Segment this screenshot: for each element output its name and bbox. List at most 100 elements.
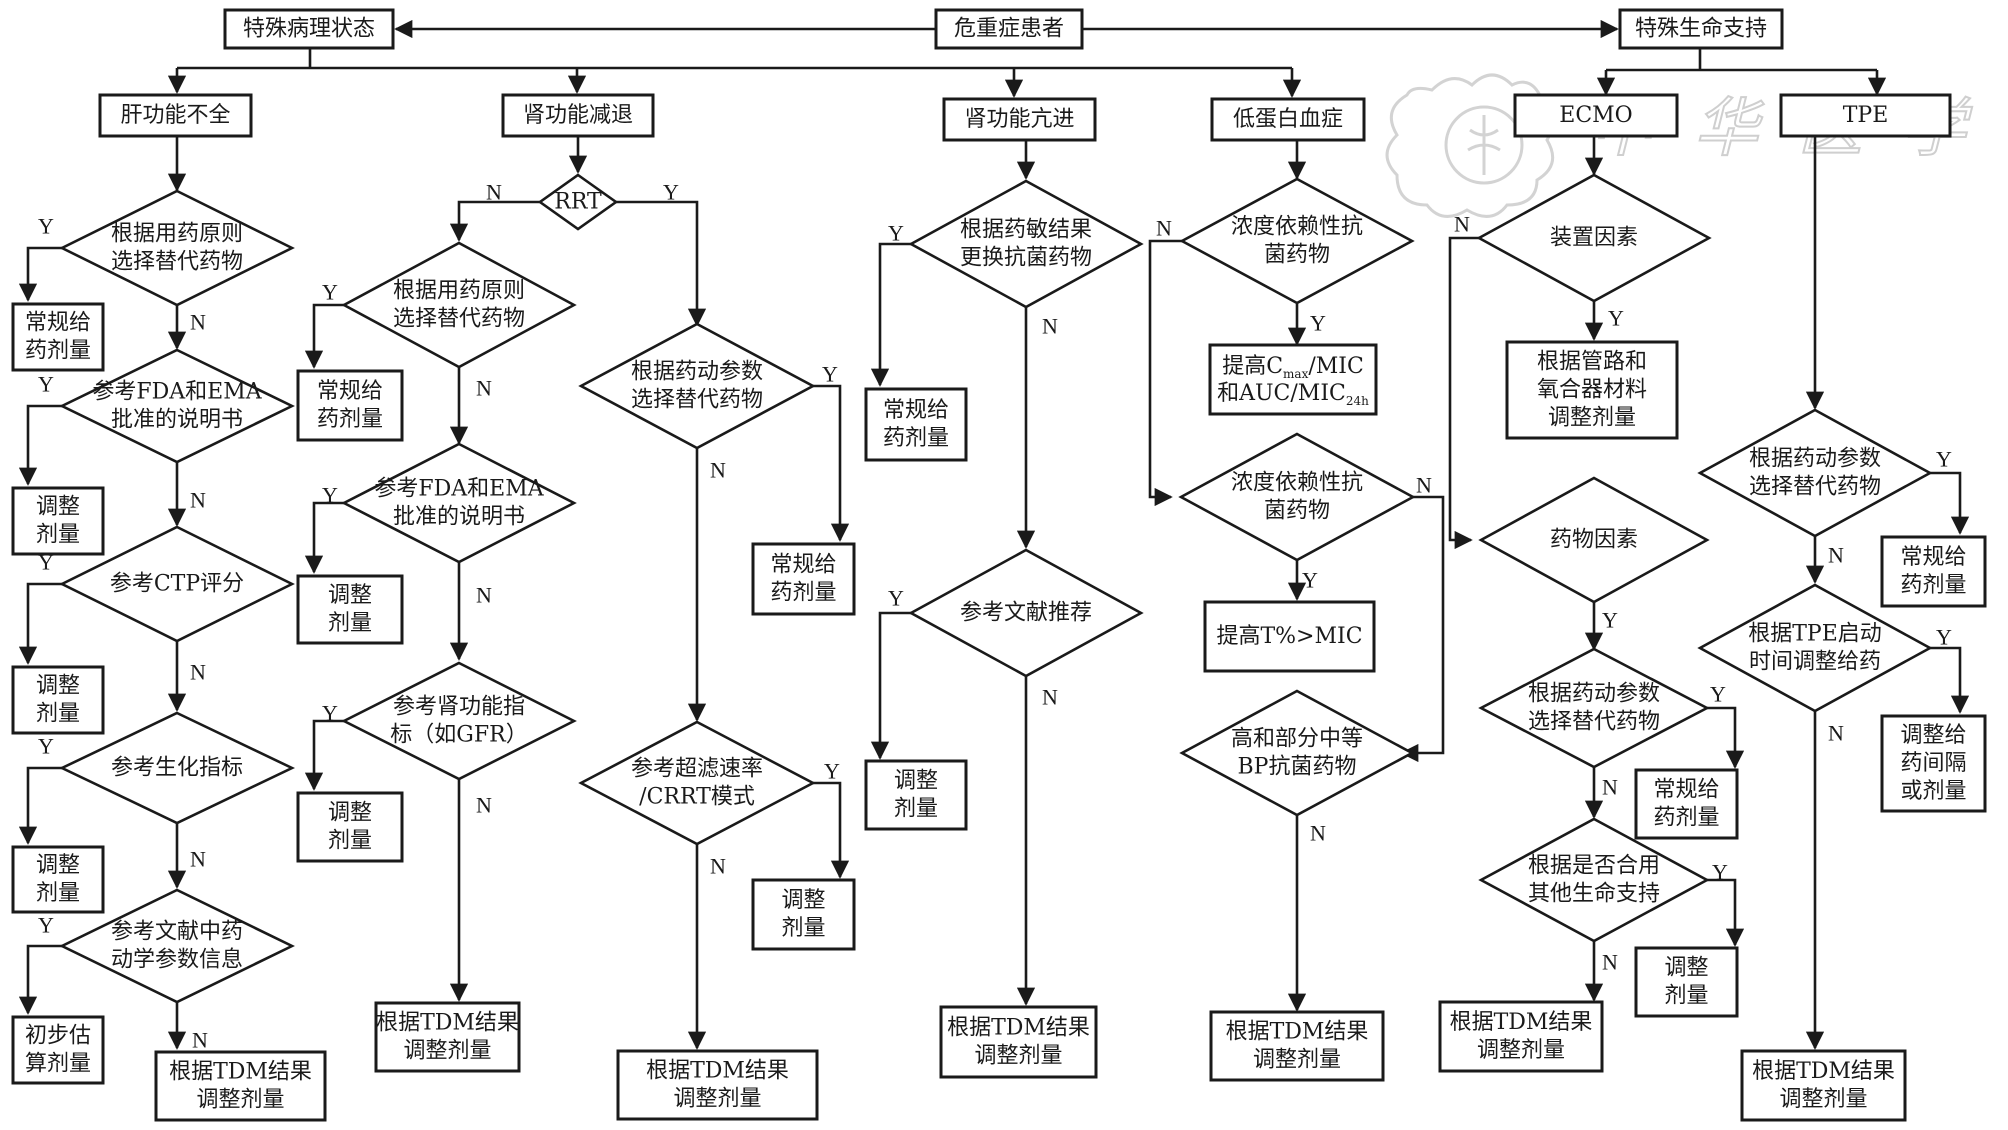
node-arc-adjust-text: 调整 [894, 769, 938, 794]
decision-renal-alternative-drug-text: 选择替代药物 [393, 307, 525, 332]
connectors [18, 19, 1970, 1050]
node-liver-adjust-2-shape [11, 665, 105, 735]
node-liver-adjust-3-text: 调整 [36, 853, 80, 878]
node-hypoalb-increase-cmax-shape [1208, 343, 1378, 416]
node-arc-tdm-shape [939, 1005, 1098, 1079]
branch-label: Y [322, 701, 338, 726]
node-ecmo-circuit-material-text: 氧合器材料 [1537, 378, 1647, 403]
branch-label: Y [1712, 860, 1728, 885]
node-tpe-tdm-shape [1740, 1049, 1907, 1122]
branch-label: Y [888, 586, 904, 611]
connector-line [1448, 236, 1479, 550]
branch-label: Y [38, 913, 54, 938]
decision-ecmo-other-support-shape [1478, 817, 1710, 943]
decision-renal-fda-ema-text: 参考FDA和EMA [374, 477, 544, 502]
cmax-mic-text: 提高Cmax/MIC [1222, 354, 1364, 382]
node-hypoalb-tdm-text: 调整剂量 [1253, 1048, 1341, 1073]
node-hepatic-insufficiency: 肝功能不全 [98, 93, 253, 138]
decision-arc-susceptibility-text: 根据药敏结果 [960, 218, 1092, 243]
branch-label: N [190, 847, 206, 872]
branch-label: N [190, 310, 206, 335]
connector-line [1707, 878, 1745, 947]
decision-liver-biochem-text: 参考生化指标 [111, 756, 243, 781]
node-critical-patients: 危重症患者 [934, 8, 1084, 50]
decision-liver-ctp-text: 参考CTP评分 [110, 572, 244, 597]
connector-line [616, 200, 707, 327]
connector-line [18, 582, 62, 665]
decision-arc-susceptibility-shape [908, 179, 1144, 309]
node-liver-tdm-text: 调整剂量 [196, 1088, 284, 1113]
node-hepatic-insufficiency-shape [98, 93, 253, 138]
branch-label: N [1042, 685, 1058, 710]
node-augmented-renal-clearance-text: 肾功能亢进 [964, 107, 1074, 132]
decision-hypoalb-high-bp-shape [1179, 689, 1415, 817]
decision-hypoalb-high-bp-text: BP抗菌药物 [1238, 755, 1357, 780]
branch-label: Y [1602, 608, 1618, 633]
branch-label: N [1602, 775, 1618, 800]
decision-liver-biochem-shape [58, 711, 296, 825]
node-special-pathology-shape [223, 8, 395, 50]
node-arc-regular-dose-shape [864, 387, 968, 462]
node-rrt-tdm-shape [616, 1049, 819, 1121]
node-liver-adjust-1-shape [11, 486, 105, 556]
connector-line [1400, 495, 1445, 763]
node-hepatic-insufficiency-text: 肝功能不全 [120, 103, 230, 128]
node-rrt-tdm-text: 根据TDM结果 [646, 1059, 789, 1084]
node-tpe-adjust-interval-text: 药间隔 [1900, 751, 1966, 776]
decision-liver-literature-shape [59, 888, 295, 1004]
decision-hypoalb-conc-dependent-2-text: 浓度依赖性抗 [1231, 471, 1363, 496]
connector-line [1930, 471, 1970, 535]
node-ecmo-tdm-shape [1438, 1000, 1604, 1073]
connector-line [18, 404, 62, 486]
node-rrt-adjust: 调整剂量 [751, 878, 856, 951]
decision-hypoalb-conc-dependent-2-text: 菌药物 [1264, 499, 1330, 524]
branch-label: N [476, 793, 492, 818]
node-liver-regular-dose-shape [11, 302, 105, 372]
node-ecmo-adjust-text: 调整 [1664, 956, 1708, 981]
node-rrt-regular-dose-text: 药剂量 [770, 581, 836, 606]
node-critical-patients-text: 危重症患者 [954, 17, 1064, 42]
node-tpe-adjust-interval-shape [1880, 714, 1987, 813]
decision-hypoalb-conc-dependent-2-shape [1178, 432, 1416, 562]
connector-line [1148, 239, 1182, 507]
decision-renal-fda-ema-shape [341, 442, 577, 564]
node-ecmo-tdm-text: 调整剂量 [1477, 1038, 1565, 1063]
branch-label: Y [1310, 311, 1326, 336]
decision-ecmo-other-support-text: 其他生命支持 [1528, 882, 1660, 907]
node-liver-adjust-1-text: 剂量 [36, 523, 80, 548]
node-rrt-adjust-text: 剂量 [781, 916, 825, 941]
branch-label: Y [1710, 682, 1726, 707]
decision-renal-gfr-shape [341, 661, 577, 781]
node-tpe-regular-dose-text: 药剂量 [1900, 573, 1966, 598]
connector-line [18, 766, 62, 845]
node-ecmo-tdm-text: 根据TDM结果 [1450, 1010, 1593, 1035]
decision-liver-biochem: 参考生化指标 [58, 711, 296, 825]
node-ecmo-circuit-material-text: 根据管路和 [1537, 350, 1647, 375]
connector-line [870, 611, 911, 760]
node-liver-regular-dose-text: 常规给 [25, 311, 91, 336]
node-critical-patients-shape [934, 8, 1084, 50]
node-ecmo-shape [1513, 93, 1679, 138]
node-rrt-adjust-shape [751, 878, 856, 951]
node-liver-tdm-text: 根据TDM结果 [169, 1060, 312, 1085]
node-ecmo-circuit-material-text: 调整剂量 [1548, 406, 1636, 431]
decision-renal-alternative-drug-text: 根据用药原则 [393, 279, 525, 304]
decision-ecmo-device-shape [1476, 173, 1712, 303]
branch-label: N [1602, 950, 1618, 975]
branch-label: N [190, 488, 206, 513]
branch-label: Y [822, 362, 838, 387]
